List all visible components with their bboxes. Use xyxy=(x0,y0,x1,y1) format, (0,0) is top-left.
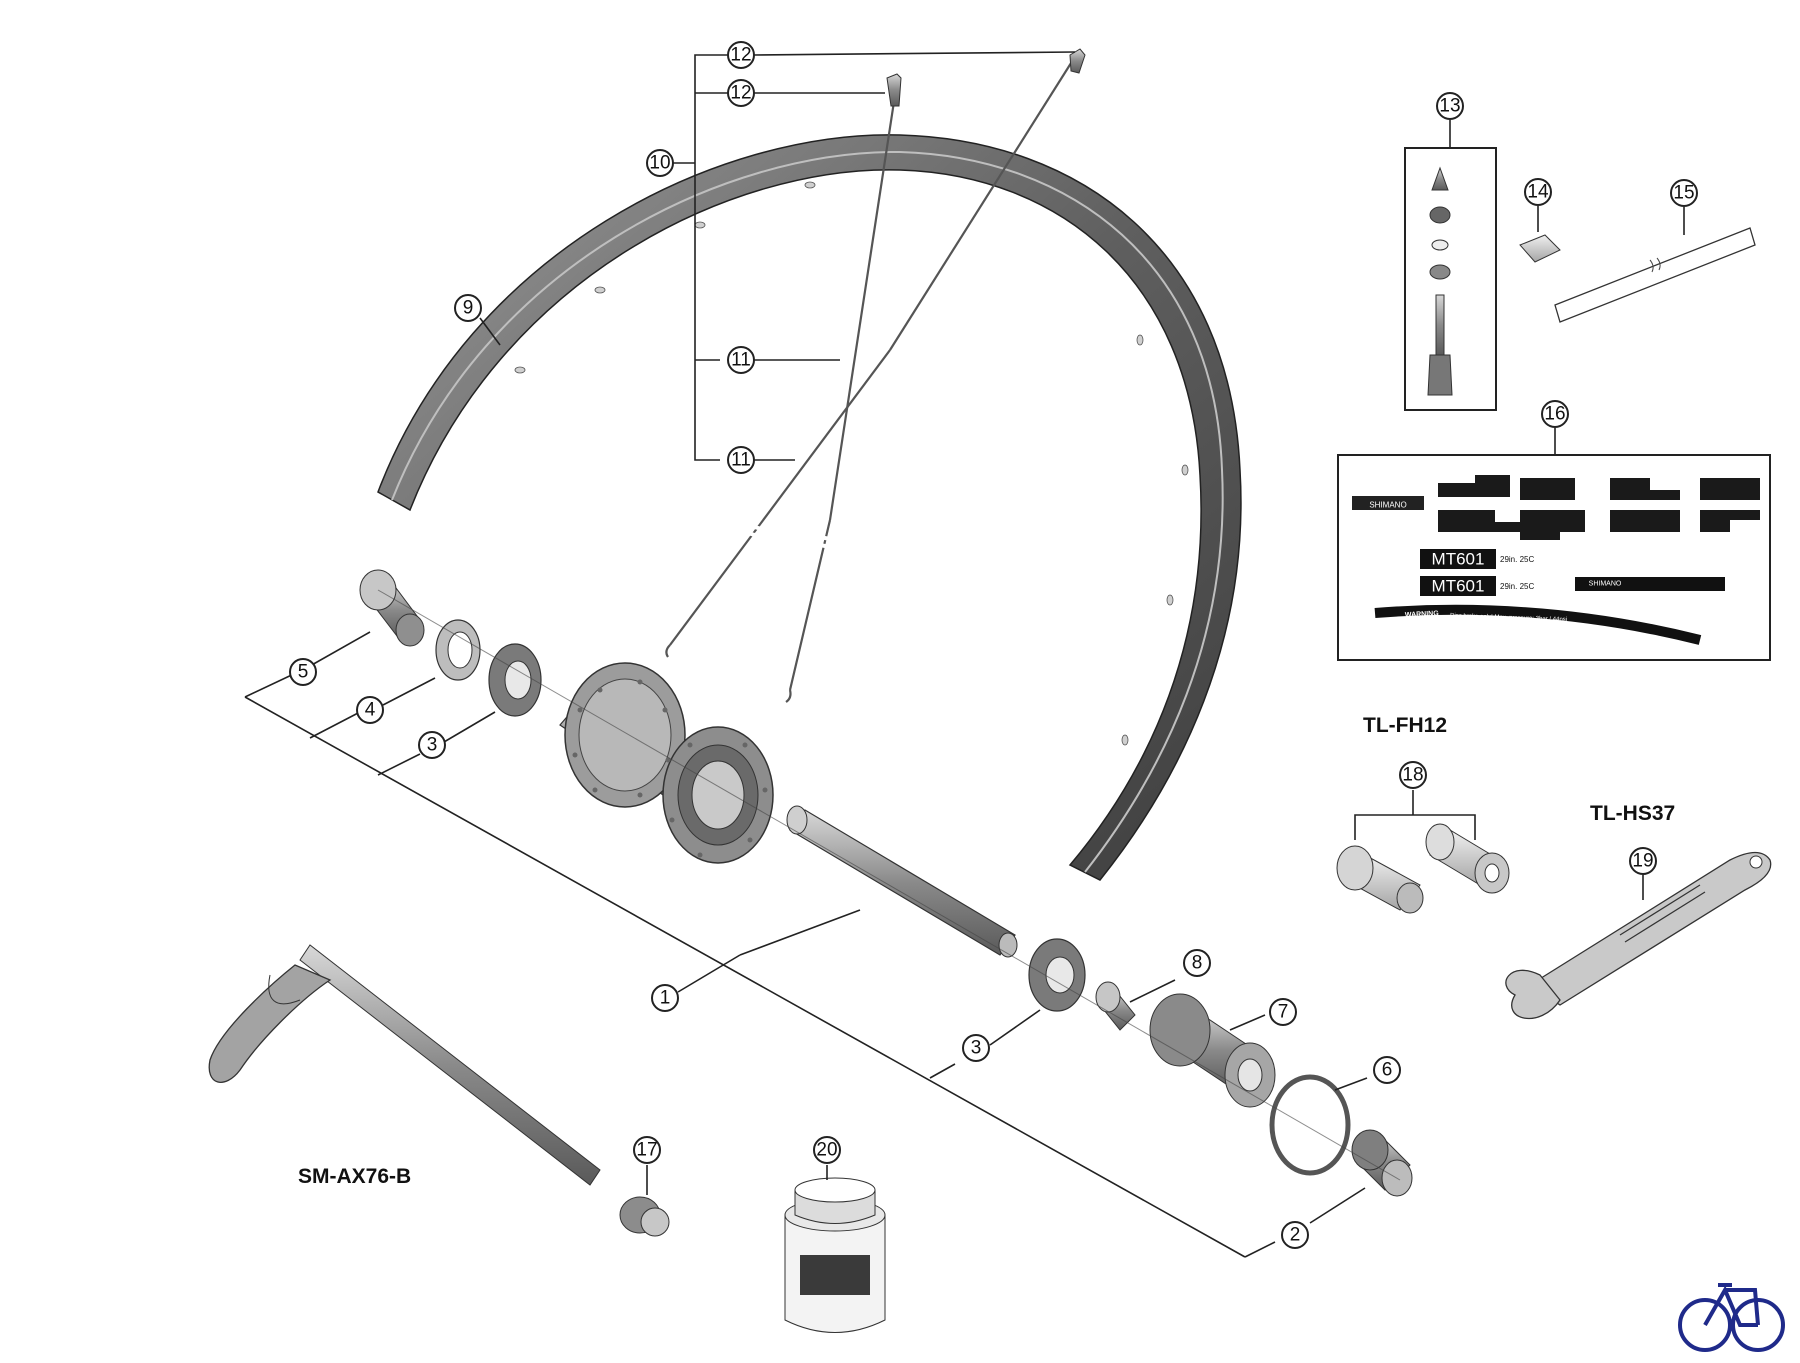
svg-text:13: 13 xyxy=(1439,96,1460,117)
svg-text:1: 1 xyxy=(660,988,671,1009)
decal-model-2: MT601 xyxy=(1432,577,1485,596)
svg-text:11: 11 xyxy=(731,350,751,371)
decal-size-1: 29in. 25C xyxy=(1500,555,1534,564)
svg-text:9: 9 xyxy=(463,298,474,319)
callout-15: 15 xyxy=(1670,179,1698,207)
svg-text:20: 20 xyxy=(816,1140,837,1161)
svg-text:5: 5 xyxy=(298,662,309,683)
callout-9: 9 xyxy=(454,294,482,322)
decal-warning: WARNING xyxy=(1405,610,1440,619)
rim xyxy=(377,134,1242,881)
callout-4: 4 xyxy=(356,696,384,724)
bearing-right xyxy=(1028,938,1086,1012)
valve-kit xyxy=(1404,147,1497,411)
svg-text:14: 14 xyxy=(1527,182,1549,203)
svg-text:4: 4 xyxy=(365,700,376,721)
callout-11b: 11 xyxy=(727,446,755,474)
callout-17: 17 xyxy=(633,1136,661,1164)
thru-axle xyxy=(208,944,601,1186)
callout-2: 2 xyxy=(1281,1221,1309,1249)
decal-sheet: SHIMANO MT601 29in. 25C MT601 29in. 25C … xyxy=(1337,454,1771,661)
svg-text:17: 17 xyxy=(636,1140,657,1161)
callout-7: 7 xyxy=(1269,998,1297,1026)
o-ring-6 xyxy=(1269,1074,1351,1176)
svg-text:19: 19 xyxy=(1632,851,1653,872)
end-cap-left xyxy=(359,569,425,647)
svg-text:18: 18 xyxy=(1402,765,1423,786)
hub-wrench xyxy=(1505,851,1772,1020)
leader-lines xyxy=(244,51,1685,1258)
rim-tape xyxy=(1554,227,1756,323)
callout-3-left: 3 xyxy=(418,731,446,759)
decal-size-2: 29in. 25C xyxy=(1500,582,1534,591)
svg-text:12: 12 xyxy=(730,45,751,66)
callout-13: 13 xyxy=(1436,92,1464,120)
spacer-8 xyxy=(1095,981,1136,1031)
decal-warning-text: Disc brake only! Max. pressure: 3bar / 4… xyxy=(1450,613,1567,623)
svg-text:3: 3 xyxy=(971,1038,982,1059)
label-axle: SM-AX76-B xyxy=(298,1165,411,1188)
callout-14: 14 xyxy=(1524,178,1552,206)
callout-8: 8 xyxy=(1183,949,1211,977)
decal-brand-2: SHIMANO xyxy=(1589,581,1622,588)
svg-text:15: 15 xyxy=(1673,183,1694,204)
callout-16: 16 xyxy=(1541,400,1569,428)
decal-model-1: MT601 xyxy=(1432,550,1485,569)
axle xyxy=(786,805,1018,958)
svg-text:3: 3 xyxy=(427,735,438,756)
callout-12a: 12 xyxy=(727,41,755,69)
svg-text:2: 2 xyxy=(1290,1225,1301,1246)
svg-text:11: 11 xyxy=(731,450,751,471)
callout-6: 6 xyxy=(1373,1056,1401,1084)
svg-text:7: 7 xyxy=(1278,1002,1289,1023)
bicycle-logo xyxy=(1678,1283,1785,1352)
grease-container xyxy=(784,1177,886,1333)
callout-11a: 11 xyxy=(727,346,755,374)
svg-text:6: 6 xyxy=(1382,1060,1393,1081)
callout-18: 18 xyxy=(1399,761,1427,789)
callout-19: 19 xyxy=(1629,847,1657,875)
freehub-tool xyxy=(1336,823,1510,914)
spokes xyxy=(665,48,1086,703)
svg-text:10: 10 xyxy=(649,153,670,174)
callout-12b: 12 xyxy=(727,79,755,107)
svg-text:8: 8 xyxy=(1192,953,1203,974)
callout-1: 1 xyxy=(651,984,679,1012)
decal-brand: SHIMANO xyxy=(1369,501,1406,510)
callout-5: 5 xyxy=(289,658,317,686)
label-freehub-tool: TL-FH12 xyxy=(1363,714,1447,737)
callout-20: 20 xyxy=(813,1136,841,1164)
hub-shell xyxy=(559,662,774,864)
callout-3-right: 3 xyxy=(962,1034,990,1062)
label-hub-tool: TL-HS37 xyxy=(1590,802,1675,825)
dust-seal-left xyxy=(435,619,481,681)
callout-10: 10 xyxy=(646,149,674,177)
axle-nut-17 xyxy=(619,1196,670,1237)
freehub-body xyxy=(1149,993,1276,1108)
valve-nut-14 xyxy=(1519,234,1561,263)
end-cap-right xyxy=(1351,1129,1413,1197)
svg-text:16: 16 xyxy=(1544,404,1565,425)
svg-text:12: 12 xyxy=(730,83,751,104)
